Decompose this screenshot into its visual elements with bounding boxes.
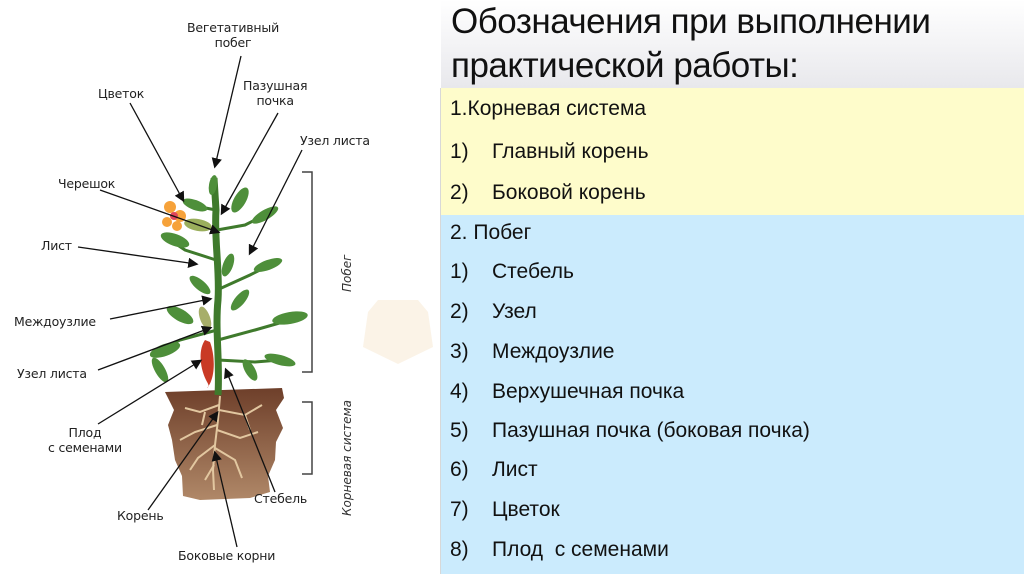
- section-heading: 1.Корневая система: [450, 97, 647, 120]
- item-text: Узел: [492, 300, 537, 323]
- title-box: Обозначения при выполнении практической …: [441, 0, 1024, 88]
- list-item: 1) Главный корень: [450, 139, 649, 165]
- leaves: [149, 175, 308, 383]
- legend-panel: Обозначения при выполнении практической …: [441, 0, 1024, 574]
- fruit-illustration: [200, 340, 214, 388]
- item-text: Плод с семенами: [492, 538, 669, 561]
- item-number: 7): [450, 498, 469, 521]
- item-number: 2): [450, 300, 469, 323]
- item-number: 1): [450, 260, 469, 283]
- watermark-bear-icon: [363, 300, 433, 364]
- list-item: 8) Плод с семенами: [450, 537, 669, 563]
- list-item: 6) Лист: [450, 457, 538, 483]
- label-line: Вегетативный: [187, 20, 280, 35]
- title-line-1: Обозначения при выполнении: [451, 2, 931, 41]
- label-stem: Стебель: [254, 491, 308, 506]
- shoot-bracket: [302, 171, 313, 373]
- item-text: Пазушная почка (боковая почка): [492, 419, 810, 442]
- label-line: Плод: [68, 425, 102, 440]
- item-number: 5): [450, 419, 469, 442]
- root-system-bracket: [302, 401, 313, 475]
- page-title: Обозначения при выполнении практической …: [451, 0, 931, 88]
- pointer-arrows: [77, 55, 303, 548]
- section-root-system: 1.Корневая система 1) Главный корень 2) Бо…: [441, 88, 1024, 215]
- item-text: Верхушечная почка: [492, 380, 685, 403]
- label-fruit: Плод с семенами: [48, 425, 122, 455]
- list-item: 2) Узел: [450, 299, 537, 325]
- plant-diagram: Вегетативный побег Цветок Пазушная почка…: [0, 0, 440, 574]
- label-line: с семенами: [48, 440, 122, 455]
- panel-divider: [440, 88, 441, 574]
- list-item: 7) Цветок: [450, 497, 560, 523]
- item-number: 2): [450, 181, 469, 204]
- label-vegetative-shoot: Вегетативный побег: [187, 20, 279, 50]
- label-leaf-node-top: Узел листа: [300, 133, 370, 148]
- section-shoot: 2. Побег 1) Стебель 2) Узел 3) Междоузлие 4…: [441, 215, 1024, 574]
- label-line: Пазушная: [243, 78, 308, 93]
- item-text: Главный корень: [492, 140, 649, 163]
- plant-illustration: [77, 55, 313, 548]
- item-number: 8): [450, 538, 469, 561]
- list-item: 1) Стебель: [450, 259, 574, 285]
- item-text: Цветок: [492, 498, 560, 521]
- label-line: почка: [256, 93, 294, 108]
- list-item: 4) Верхушечная почка: [450, 379, 684, 405]
- section-heading: 2. Побег: [450, 221, 532, 244]
- label-leaf: Лист: [41, 238, 72, 253]
- list-item: 2) Боковой корень: [450, 180, 646, 206]
- item-text: Лист: [492, 458, 538, 481]
- title-line-2: практической работы:: [451, 46, 799, 85]
- item-text: Боковой корень: [492, 181, 646, 204]
- item-number: 6): [450, 458, 469, 481]
- item-number: 4): [450, 380, 469, 403]
- label-axillary-bud: Пазушная почка: [243, 78, 307, 108]
- label-root: Корень: [117, 508, 164, 523]
- label-line: побег: [214, 35, 252, 50]
- list-item: 3) Междоузлие: [450, 339, 614, 365]
- label-petiole: Черешок: [58, 176, 116, 191]
- label-flower: Цветок: [98, 86, 145, 101]
- bracket-label-shoot: Побег: [340, 254, 354, 292]
- soil: [165, 388, 284, 500]
- label-lateral-roots: Боковые корни: [178, 548, 276, 563]
- item-text: Междоузлие: [492, 340, 615, 363]
- label-internode: Междоузлие: [14, 314, 96, 329]
- item-number: 3): [450, 340, 469, 363]
- label-leaf-node-bottom: Узел листа: [17, 366, 87, 381]
- list-item: 5) Пазушная почка (боковая почка): [450, 418, 810, 444]
- bracket-label-root-system: Корневая система: [340, 400, 354, 516]
- item-text: Стебель: [492, 260, 574, 283]
- item-number: 1): [450, 140, 469, 163]
